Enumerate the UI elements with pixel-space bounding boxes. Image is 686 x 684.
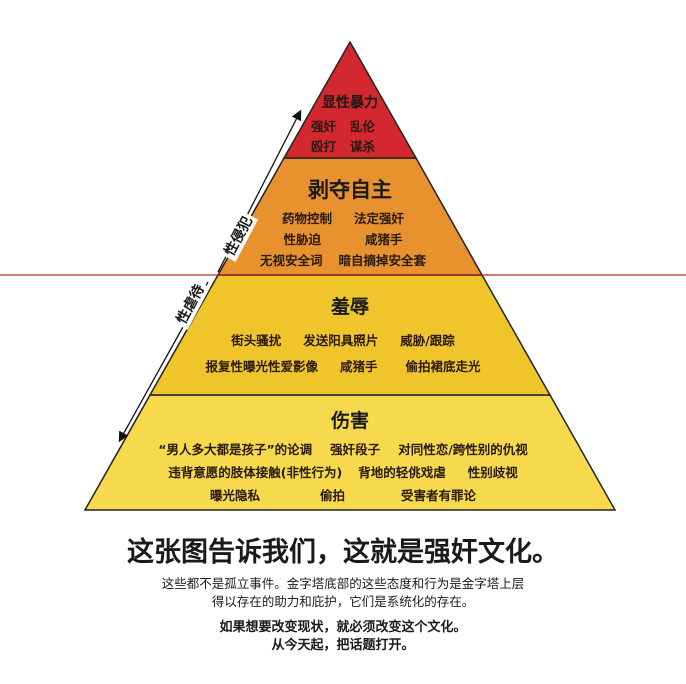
tier-item: 药物控制	[281, 211, 332, 226]
tier-1-band	[282, 40, 418, 159]
headline: 这张图告诉我们，这就是强奸文化。	[127, 537, 559, 568]
tier-4-row: 违背意愿的肢体接触(非性行为) 背地的轻佻戏虐 性别歧视	[0, 462, 686, 481]
tier-item: 受害者有罪论	[401, 488, 477, 503]
tier-3-title: 羞辱	[330, 296, 370, 318]
tier-item: 报复性曝光性爱影像	[205, 359, 318, 374]
tier-2-row: 无视安全词暗自摘掉安全套	[0, 250, 686, 269]
tier-item: 法定强奸	[354, 211, 405, 226]
tier-item: 违背意愿的肢体接触(非性行为)	[168, 465, 343, 480]
tier-item: 暗自摘掉安全套	[338, 253, 427, 268]
tier-item: 发送阳具照片	[303, 333, 379, 348]
tier-item: 谋杀	[350, 139, 376, 154]
tier-item: 咸猪手	[365, 232, 403, 247]
tier-2-row: 药物控制 法定强奸	[0, 208, 686, 227]
tier-item: 性胁迫	[283, 232, 321, 247]
tier-item: 偷拍	[319, 488, 345, 503]
paragraph-line: 得以存在的助力和庇护，它们是系统化的存在。	[211, 594, 475, 609]
tier-item: 咸猪手	[339, 359, 378, 374]
tier-item: 性别歧视	[467, 465, 518, 480]
tier-item: 乱伦	[350, 119, 376, 134]
tier-item: 偷拍裙底走光	[405, 359, 481, 374]
tier-1-title: 显性暴力	[322, 95, 378, 111]
tier-item: 对同性恋/跨性别的仇视	[398, 442, 528, 457]
tier-item: 强奸段子	[330, 442, 381, 457]
tier-4-row: 曝光隐私 偷拍 受害者有罪论	[0, 485, 686, 504]
tier-item: 背地的轻佻戏虐	[358, 465, 446, 480]
tier-item: “男人多大都是孩子”的论调	[158, 442, 313, 457]
tier-item: 曝光隐私	[209, 488, 260, 503]
tier-3-row: 报复性曝光性爱影像 咸猪手 偷拍裙底走光	[0, 356, 686, 375]
paragraph-line: 这些都不是孤立事件。金字塔底部的这些态度和行为是金字塔上层	[161, 576, 525, 591]
tier-4-row: “男人多大都是孩子”的论调 强奸段子 对同性恋/跨性别的仇视	[0, 439, 686, 458]
tier-item: 殴打	[310, 139, 336, 154]
tier-1-row: 殴打谋杀	[0, 136, 686, 155]
tier-item: 无视安全词	[259, 253, 323, 268]
tier-item: 威胁/跟踪	[400, 333, 455, 348]
tier-2-row: 性胁迫 咸猪手	[0, 229, 686, 248]
tier-2-title: 剥夺自主	[308, 178, 392, 202]
tier-1-row: 强奸乱伦	[0, 116, 686, 135]
tier-4-title: 伤害	[330, 410, 370, 432]
tier-item: 街头骚扰	[231, 333, 282, 348]
tier-3-row: 街头骚扰 发送阳具照片 威胁/跟踪	[0, 330, 686, 349]
call-to-action-line: 从今天起，把话题打开。	[271, 638, 415, 653]
tier-item: 强奸	[310, 119, 336, 134]
call-to-action-line: 如果想要改变现状，就必须改变这个文化。	[219, 620, 467, 635]
